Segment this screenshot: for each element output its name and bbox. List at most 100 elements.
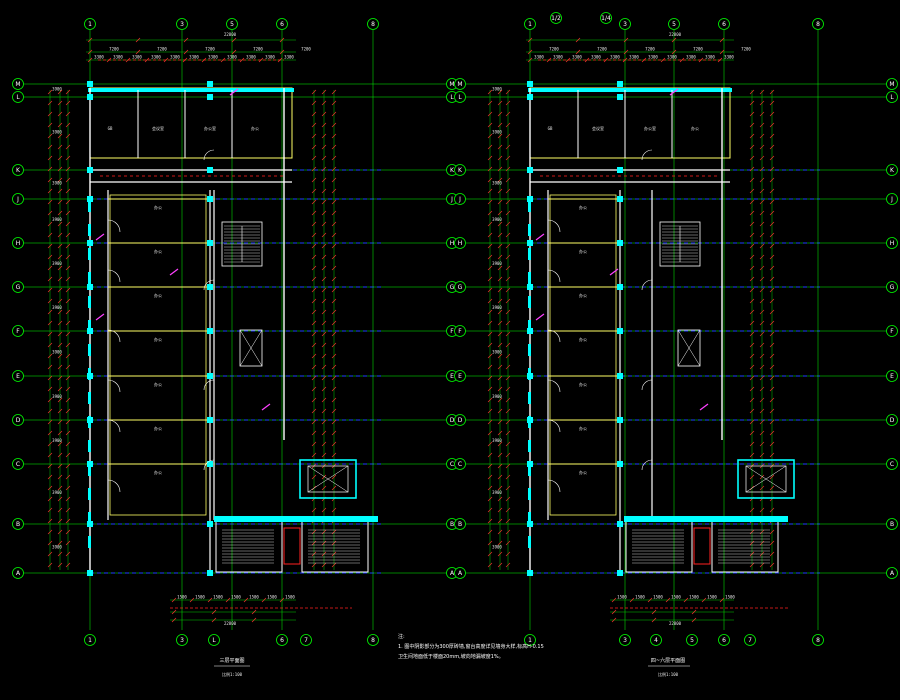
- dim-tick: [239, 57, 245, 63]
- dim-tick: [311, 452, 317, 458]
- dim-tick: [171, 597, 177, 603]
- dim-tick: [505, 265, 511, 271]
- dim-tick: [575, 37, 581, 43]
- dim-tick: [505, 386, 511, 392]
- row-axis-bubble-left-circle: [12, 193, 24, 205]
- dim-tick: [487, 155, 493, 161]
- window: [528, 440, 531, 452]
- dim-tick: [487, 188, 493, 194]
- room-label: 办公: [154, 381, 162, 387]
- dim-tick: [331, 210, 337, 216]
- window: [88, 200, 91, 212]
- dim-tick: [769, 133, 775, 139]
- column: [87, 167, 93, 173]
- dim-tick: [749, 507, 755, 513]
- dim-tick: [57, 353, 63, 359]
- col-axis-bubble-bottom-circle: [812, 634, 824, 646]
- col-axis-bubble-top-circle: [226, 18, 238, 30]
- dim-tick: [47, 507, 53, 513]
- notes-line-1: 1. 图中阴影部分为300厚砖墙,窗台高度详见墙身大样,标高H-0.15: [398, 643, 544, 650]
- dim-tick: [759, 430, 765, 436]
- dim-tick: [505, 551, 511, 557]
- dim-tick: [719, 49, 725, 55]
- dim-tick: [47, 89, 53, 95]
- dim-tick: [311, 375, 317, 381]
- dim-tick: [331, 144, 337, 150]
- column: [207, 417, 213, 423]
- dim-tick: [65, 89, 71, 95]
- dim-tick: [759, 485, 765, 491]
- door-swing-icon: [547, 479, 561, 493]
- row-axis-bubble-left-label: F: [16, 328, 20, 335]
- dim-tick: [487, 397, 493, 403]
- dim-tick: [331, 320, 337, 326]
- room-label: 会议室: [592, 125, 604, 131]
- dim-tick: [487, 221, 493, 227]
- dim-tick: [759, 133, 765, 139]
- dim-tick: [487, 463, 493, 469]
- col-axis-bubble-bottom-label: 5: [690, 637, 694, 644]
- column: [207, 373, 213, 379]
- window: [528, 488, 531, 500]
- dim-value: 3900: [492, 261, 502, 266]
- dim-tick: [611, 609, 617, 615]
- dim-value: 3900: [492, 217, 502, 222]
- row-axis-bubble-left-circle: [12, 567, 24, 579]
- dim-tick: [679, 57, 685, 63]
- dim-tick: [505, 166, 511, 172]
- dim-tick: [759, 111, 765, 117]
- row-axis-bubble-left-circle: [454, 370, 466, 382]
- dim-tick: [505, 199, 511, 205]
- dim-tick: [65, 496, 71, 502]
- dim-tick: [749, 100, 755, 106]
- row-axis-bubble-left-circle: [12, 458, 24, 470]
- row-axis-bubble-left-circle: [454, 164, 466, 176]
- dim-tick: [57, 474, 63, 480]
- dim-value: 3900: [492, 490, 502, 495]
- dim-tick: [759, 100, 765, 106]
- row-axis-bubble-left-circle: [454, 567, 466, 579]
- dim-tick: [321, 375, 327, 381]
- dim-tick: [331, 474, 337, 480]
- dim-value: 3300: [132, 55, 142, 60]
- magenta-marker: [229, 88, 239, 96]
- dim-tick: [749, 397, 755, 403]
- column: [617, 196, 623, 202]
- dim-value: 3900: [52, 350, 62, 355]
- window: [528, 224, 531, 236]
- dim-tick: [331, 232, 337, 238]
- row-axis-bubble-left-circle: [454, 193, 466, 205]
- dim-tick: [57, 496, 63, 502]
- dim-value: 3300: [705, 55, 715, 60]
- dim-tick: [331, 364, 337, 370]
- dim-tick: [311, 408, 317, 414]
- dim-tick: [57, 188, 63, 194]
- dim-tick: [65, 485, 71, 491]
- dim-tick: [487, 177, 493, 183]
- dim-tick: [87, 57, 93, 63]
- dim-tick: [749, 221, 755, 227]
- dim-tick: [769, 298, 775, 304]
- dim-tick: [683, 597, 689, 603]
- dim-tick: [749, 375, 755, 381]
- dim-tick: [57, 133, 63, 139]
- dim-tick: [497, 342, 503, 348]
- elevator-icon: [677, 329, 701, 367]
- row-axis-bubble-right-label: J: [450, 196, 453, 203]
- dim-tick: [505, 452, 511, 458]
- window: [88, 272, 91, 284]
- col-axis-bubble-bottom-circle: [208, 634, 220, 646]
- room-label: 办公: [691, 125, 699, 131]
- dim-tick: [497, 463, 503, 469]
- dim-tick: [759, 364, 765, 370]
- dim-tick: [505, 309, 511, 315]
- dim-tick: [759, 287, 765, 293]
- dim-tick: [47, 221, 53, 227]
- dim-tick: [487, 529, 493, 535]
- dim-tick: [47, 463, 53, 469]
- dim-value: 3300: [572, 55, 582, 60]
- row-axis-bubble-left-label: K: [458, 167, 463, 174]
